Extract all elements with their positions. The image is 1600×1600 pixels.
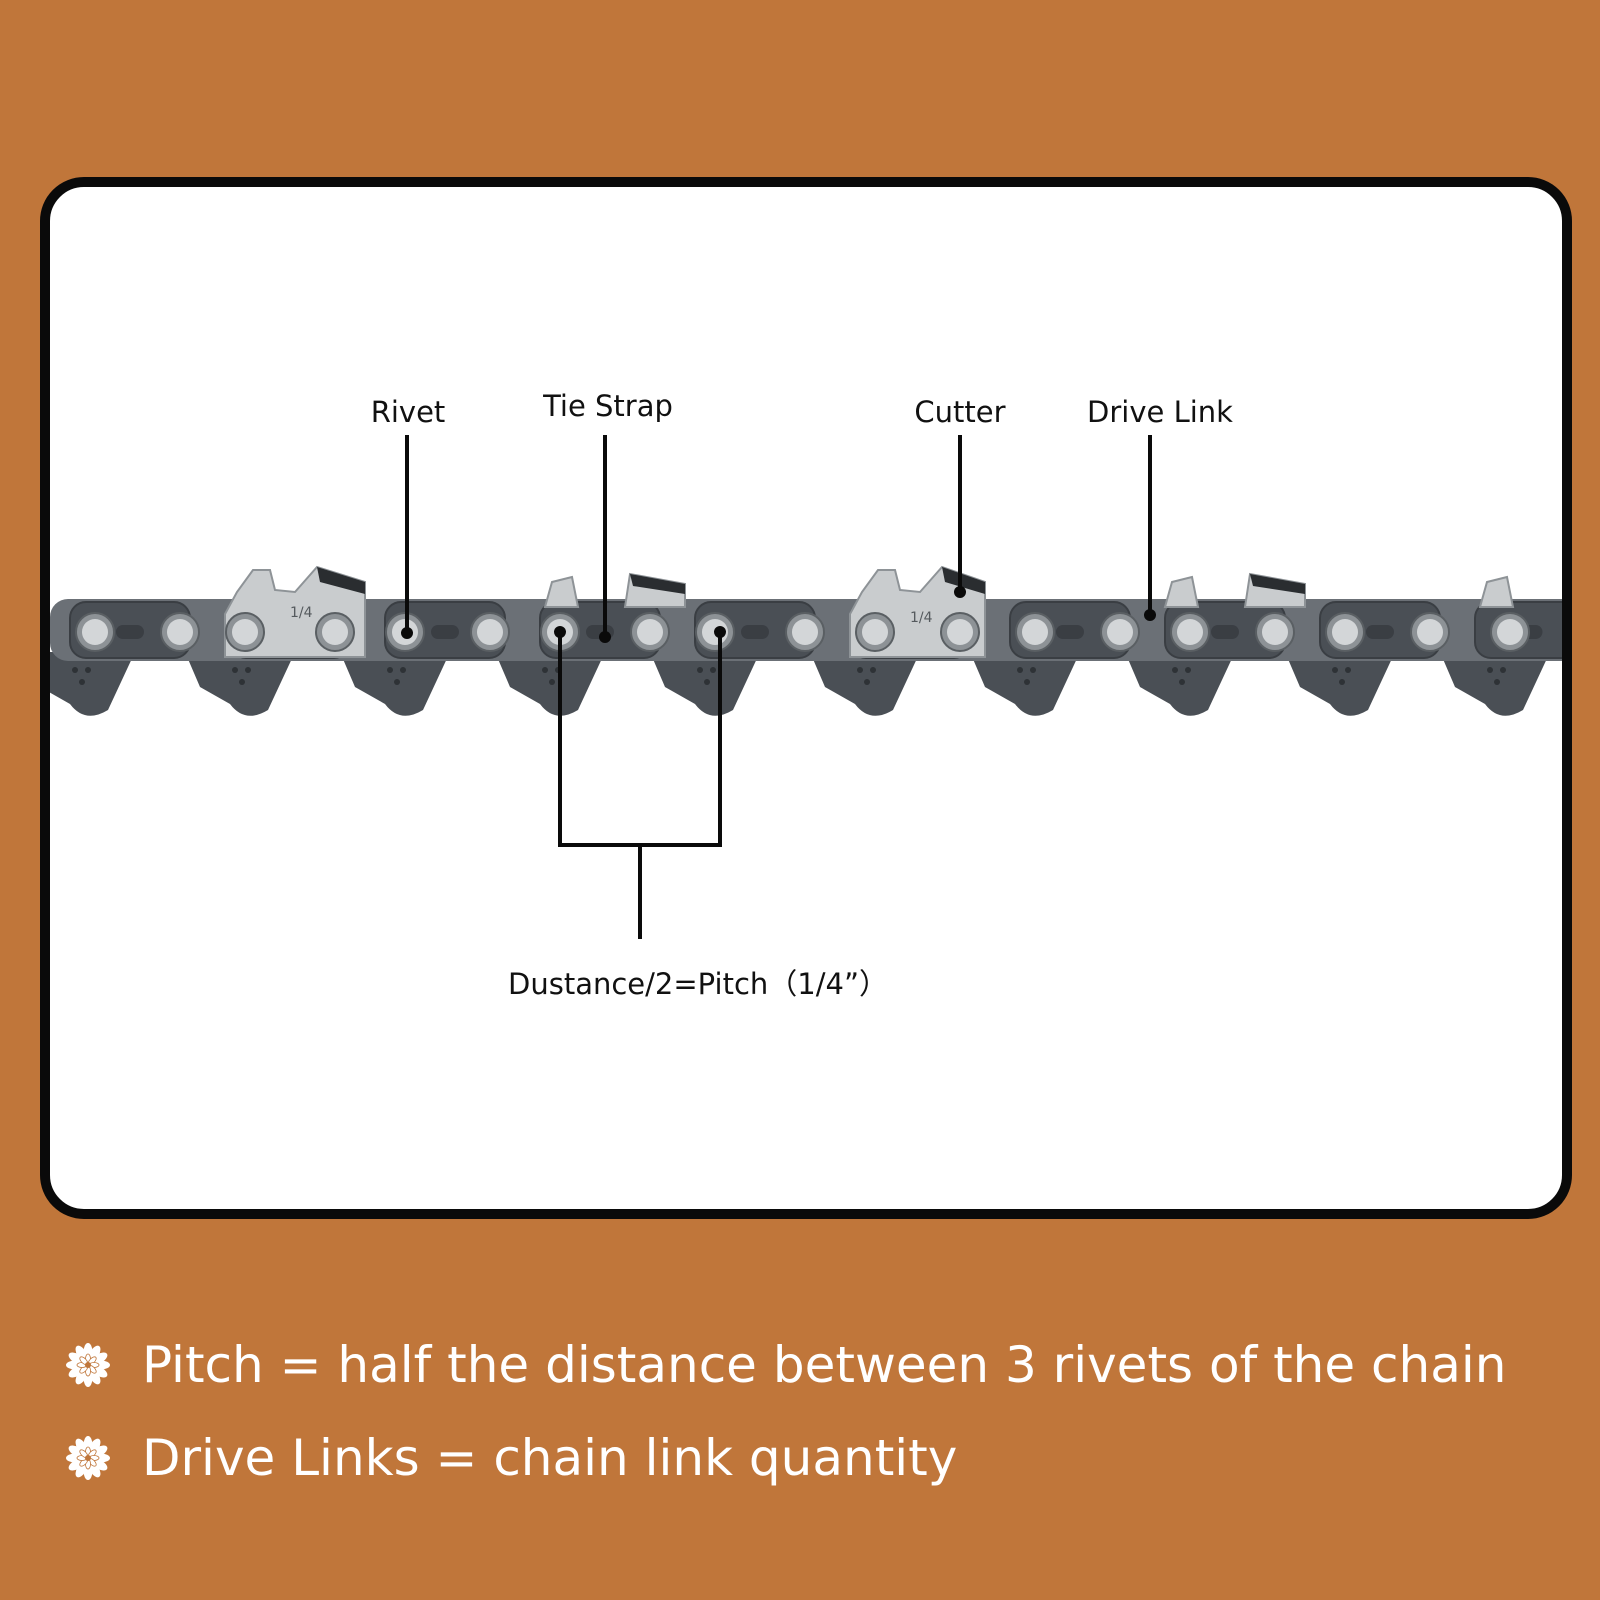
depth-gauge (1478, 575, 1515, 608)
diagram-card: 1/4 1/4 Rivet Tie Strap Cutter Drive Link… (40, 177, 1572, 1219)
callout-drive-link-label: Drive Link (1087, 395, 1233, 429)
callout-pitch-label: Dustance/2=Pitch（1/4”） (508, 967, 888, 1001)
drive-link-dot (1332, 667, 1338, 673)
callout-leaders (401, 435, 1156, 939)
plate-slot (1366, 625, 1394, 639)
drive-link-dot (245, 667, 251, 673)
cutter-edge (942, 567, 985, 594)
drive-link-dot (542, 667, 548, 673)
drive-link-dot (1024, 679, 1030, 685)
drive-link-dot (704, 679, 710, 685)
drive-link-dot (1500, 667, 1506, 673)
plate-slot (1056, 625, 1084, 639)
drive-link-dot (394, 679, 400, 685)
cutter-edge (630, 574, 685, 594)
drive-link-dot (72, 667, 78, 673)
flower-center (85, 1454, 91, 1461)
drive-link-dot (1339, 679, 1345, 685)
cutter-edge (317, 567, 365, 594)
callout-cutter-label: Cutter (914, 395, 1006, 429)
cutter-leader-dot (954, 586, 966, 598)
drive-link-dot (400, 667, 406, 673)
rivet-head (1262, 619, 1288, 645)
bullet-list: Pitch = half the distance between 3 rive… (64, 1318, 1506, 1504)
rivet-head (167, 619, 193, 645)
drive-link-dot (864, 679, 870, 685)
plate-slot (431, 625, 459, 639)
drive-link-dot (710, 667, 716, 673)
drive-link-dot (232, 667, 238, 673)
drive-link-dot (1172, 667, 1178, 673)
drive-link-dot (79, 679, 85, 685)
bullet-text: Pitch = half the distance between 3 rive… (142, 1335, 1507, 1394)
bullet-item: Pitch = half the distance between 3 rive… (64, 1318, 1506, 1411)
drive-link-dot (1185, 667, 1191, 673)
drive-link-tang (50, 652, 135, 716)
rivet-head (1417, 619, 1443, 645)
plate-slot (1211, 625, 1239, 639)
flower-center (85, 1361, 91, 1368)
callout-rivet-label: Rivet (370, 395, 446, 429)
flower-icon (66, 1342, 110, 1387)
drive-link-dot (1017, 667, 1023, 673)
rivet-head (322, 619, 348, 645)
cutter-edge (1250, 574, 1305, 594)
callout-tie-strap-label: Tie Strap (543, 389, 673, 423)
rivet-head (1177, 619, 1203, 645)
rivet-head (637, 619, 663, 645)
rivet-head (1107, 619, 1133, 645)
drive-link-dot (387, 667, 393, 673)
drive-link-dot (870, 667, 876, 673)
cutter-marking: 1/4 (910, 610, 933, 626)
flower-icon (66, 1435, 110, 1480)
plate-slot (116, 625, 144, 639)
cutter-marking: 1/4 (290, 605, 313, 621)
rivet-head (862, 619, 888, 645)
rivet-head (792, 619, 818, 645)
bullet-item: Drive Links = chain link quantity (64, 1411, 1506, 1504)
drive-link-dot (1179, 679, 1185, 685)
depth-gauge (543, 575, 580, 608)
rivet-head (1022, 619, 1048, 645)
rivet-leader-dot (401, 627, 413, 639)
drive-link-dot (697, 667, 703, 673)
drive-link-dot (857, 667, 863, 673)
drive-link-dot (1487, 667, 1493, 673)
rivet-head (947, 619, 973, 645)
rivet-head (82, 619, 108, 645)
chain-diagram: 1/4 1/4 (50, 435, 1562, 939)
saw-chain: 1/4 1/4 (50, 565, 1562, 716)
drive-link-dot (239, 679, 245, 685)
rivet-head (1497, 619, 1523, 645)
drive-link-dot (1345, 667, 1351, 673)
drive-link-dot (1030, 667, 1036, 673)
rivet-head (232, 619, 258, 645)
drive-link-dot (85, 667, 91, 673)
plate-slot (741, 625, 769, 639)
rivet-head (477, 619, 503, 645)
rivet-head (1332, 619, 1358, 645)
drive-link-dot (1494, 679, 1500, 685)
depth-gauge (1163, 575, 1200, 608)
drive-link-dot (549, 679, 555, 685)
tie-strap-leader-dot (599, 631, 611, 643)
bullet-text: Drive Links = chain link quantity (142, 1428, 958, 1487)
drive-link-leader-dot (1144, 609, 1156, 621)
